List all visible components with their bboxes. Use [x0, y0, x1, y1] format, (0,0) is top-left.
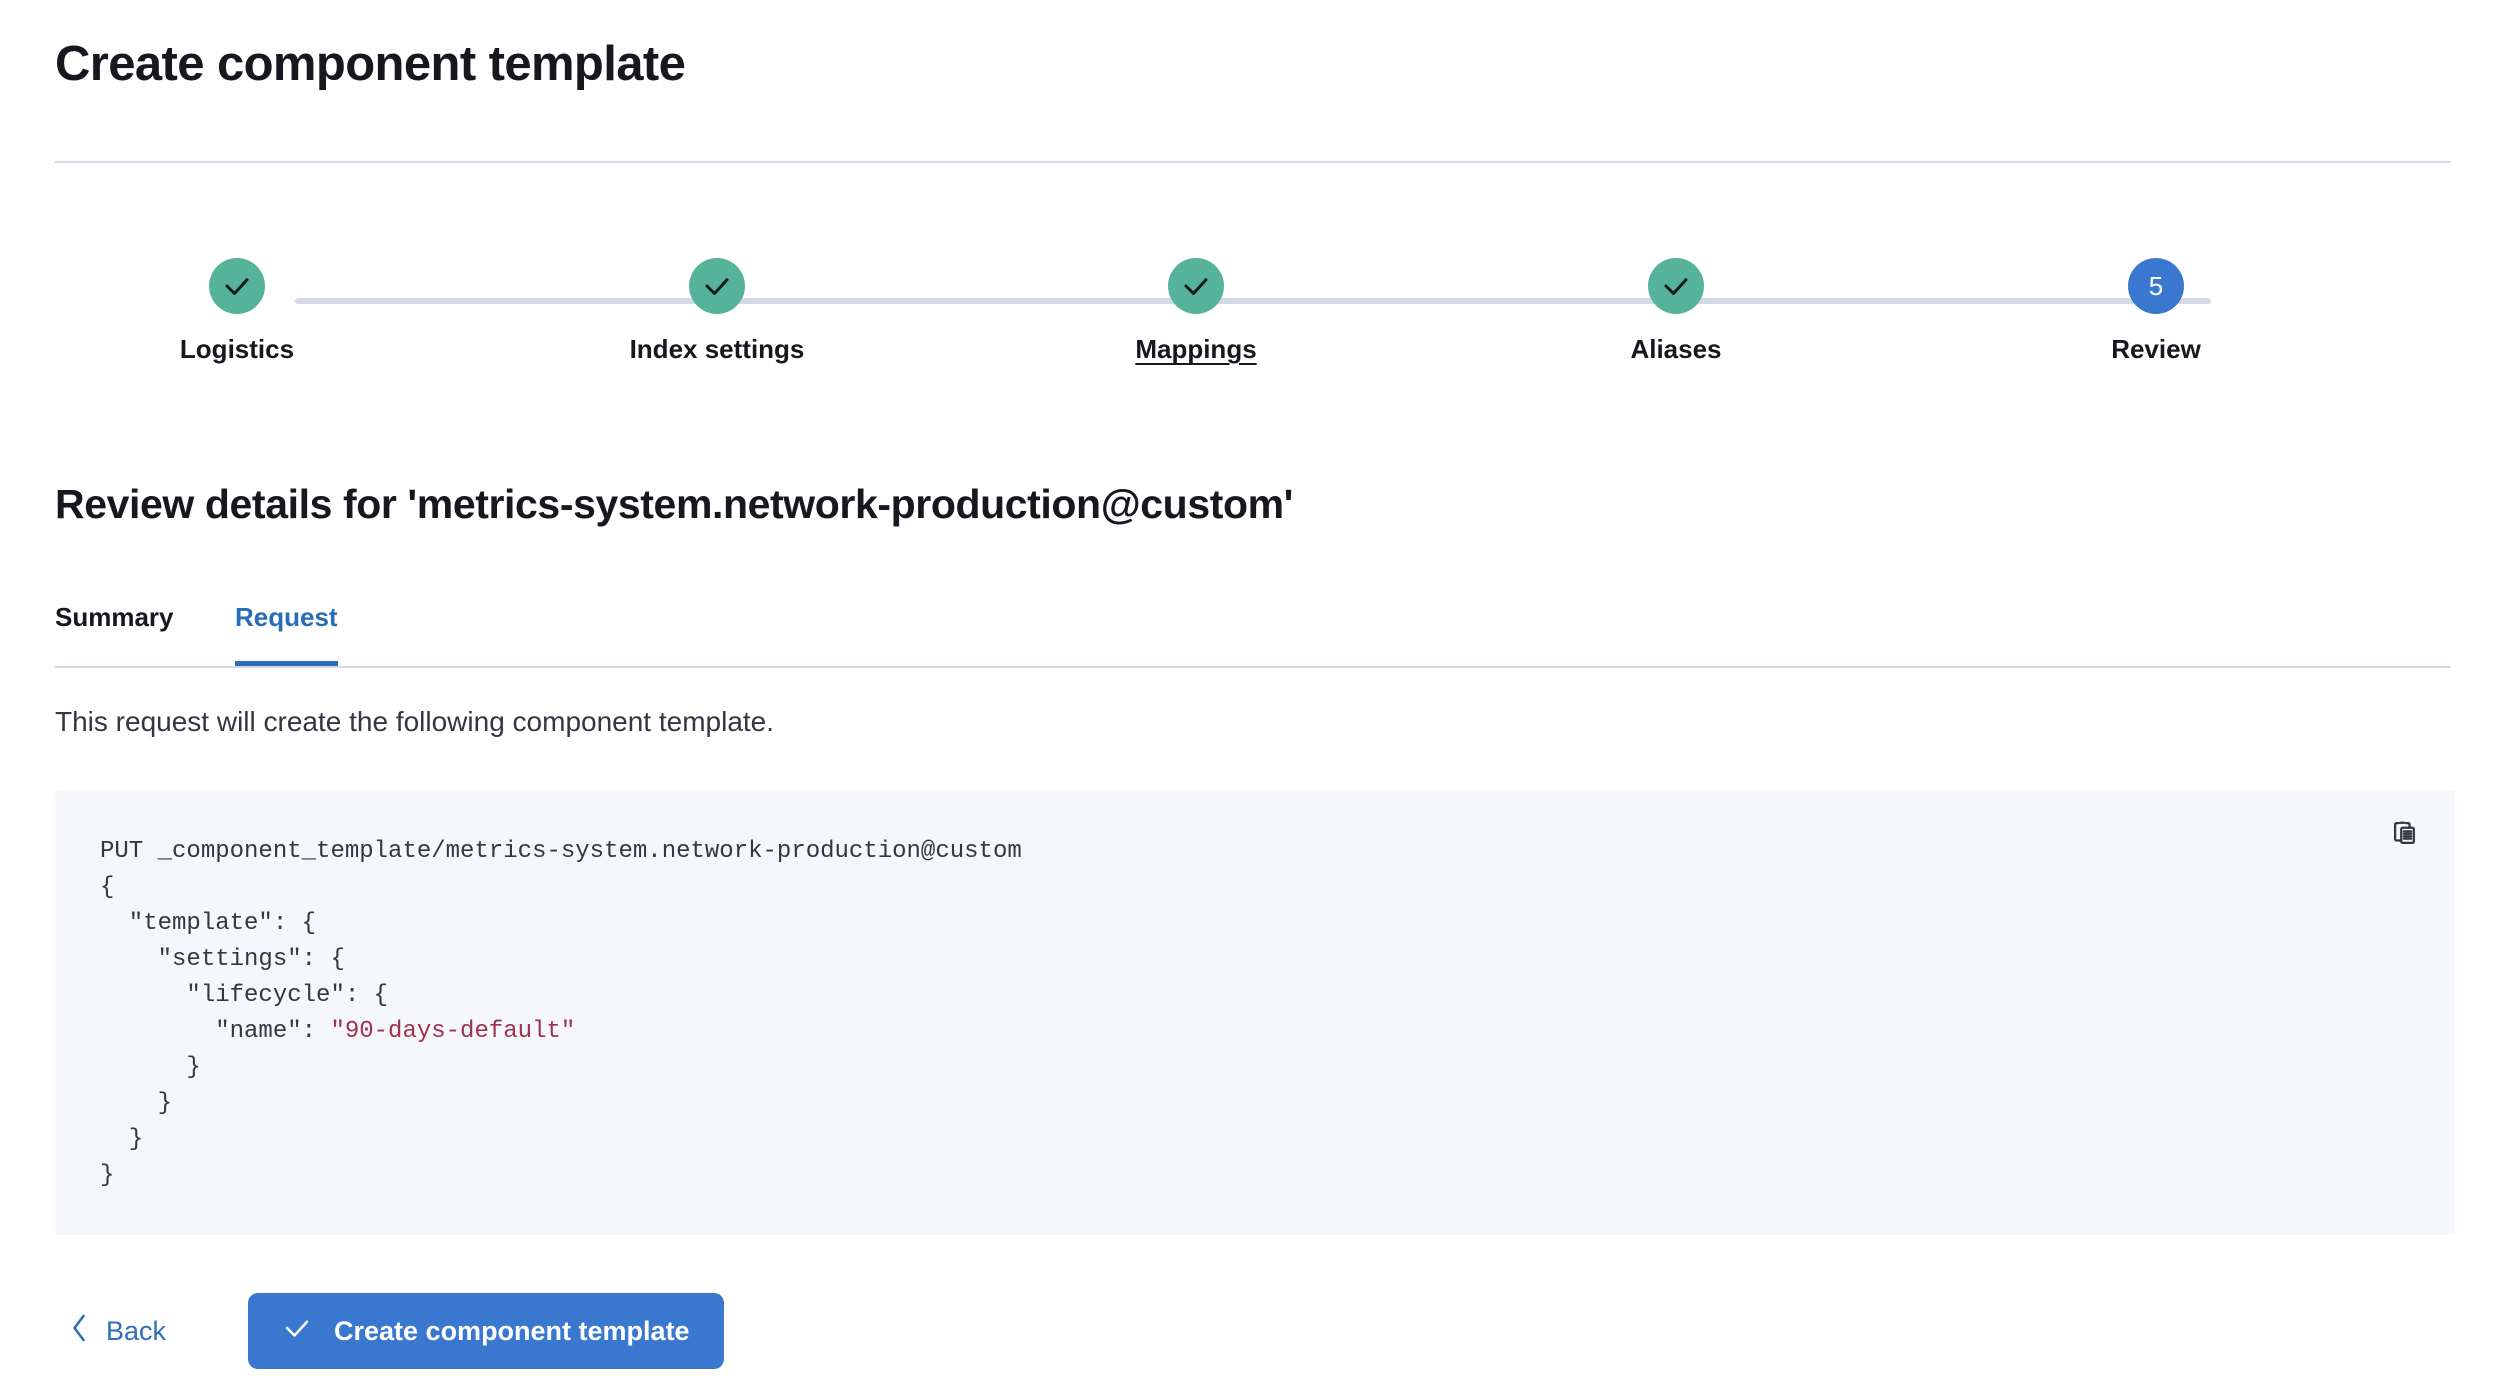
review-tabs: Summary Request [55, 600, 2451, 668]
step-logistics[interactable]: Logistics [72, 258, 402, 365]
step-mappings[interactable]: Mappings [1031, 258, 1361, 365]
check-icon [222, 271, 252, 301]
step-logistics-label: Logistics [179, 334, 295, 364]
create-component-template-label: Create component template [334, 1315, 690, 1346]
tab-request-label: Request [235, 602, 338, 632]
tabs-bottom-border [55, 666, 2451, 668]
step-aliases-label: Aliases [1630, 334, 1722, 364]
request-body-line: { [100, 874, 115, 901]
back-button[interactable]: Back [68, 1293, 166, 1369]
copy-clipboard-icon [2389, 817, 2421, 852]
tab-request-indicator [235, 661, 338, 666]
step-review-label: Review [2111, 334, 2201, 364]
request-body-line: "settings": { [100, 946, 345, 973]
create-component-template-button[interactable]: Create component template [248, 1293, 724, 1369]
step-index-settings[interactable]: Index settings [552, 258, 882, 365]
request-body-line: "template": { [100, 910, 317, 937]
request-body-line: } [100, 1162, 115, 1189]
tab-summary-indicator [55, 661, 174, 666]
request-body-line: } [100, 1126, 144, 1153]
title-divider [55, 161, 2451, 163]
wizard-stepper: Logistics Index settings Mappings [55, 258, 2451, 388]
step-aliases-circle[interactable] [1648, 258, 1704, 314]
back-button-label: Back [106, 1315, 167, 1346]
step-review-number: 5 [2148, 271, 2164, 301]
tab-summary-label: Summary [55, 602, 174, 632]
copy-request-button[interactable] [2377, 806, 2433, 862]
chevron-left-icon [68, 1313, 90, 1350]
lifecycle-name-value: "90-days-default" [330, 1018, 576, 1045]
step-mappings-circle[interactable] [1168, 258, 1224, 314]
check-icon [1661, 271, 1691, 301]
request-body-line: "name": [100, 1018, 331, 1045]
step-aliases[interactable]: Aliases [1511, 258, 1841, 365]
check-icon [282, 1313, 312, 1350]
step-logistics-circle[interactable] [209, 258, 265, 314]
step-review-circle[interactable]: 5 [2128, 258, 2184, 314]
tab-summary[interactable]: Summary [55, 600, 174, 666]
request-description: This request will create the following c… [55, 706, 775, 737]
review-heading: Review details for 'metrics-system.netwo… [55, 481, 1294, 527]
stepper-connector-line [295, 298, 2211, 304]
request-body-line: } [100, 1090, 173, 1117]
check-icon [1181, 271, 1211, 301]
request-body-line: "lifecycle": { [100, 982, 389, 1009]
step-index-settings-label: Index settings [629, 334, 805, 364]
check-icon [702, 271, 732, 301]
request-code-block: PUT _component_template/metrics-system.n… [55, 790, 2455, 1235]
step-index-settings-circle[interactable] [689, 258, 745, 314]
request-body-line: } [100, 1054, 201, 1081]
tab-request[interactable]: Request [235, 600, 338, 666]
request-code-text: PUT _component_template/metrics-system.n… [100, 834, 1022, 1194]
step-review[interactable]: 5 Review [1991, 258, 2321, 365]
page-title: Create component template [55, 37, 686, 91]
step-mappings-label[interactable]: Mappings [1135, 334, 1257, 364]
request-method-path: PUT _component_template/metrics-system.n… [100, 838, 1022, 865]
